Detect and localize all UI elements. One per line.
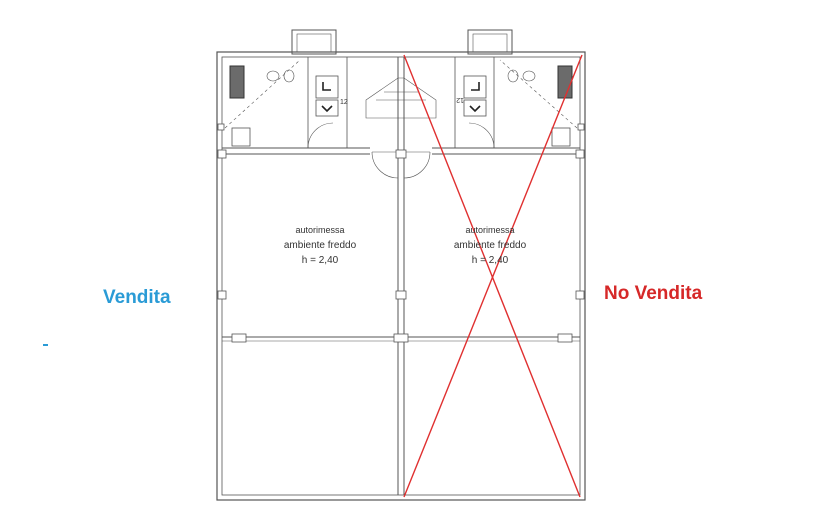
right-room-height: h = 2,40 — [471, 255, 509, 266]
right-room-name: autorimessa — [465, 225, 515, 235]
walls — [216, 29, 586, 501]
left-room-height: h = 2,40 — [301, 255, 339, 266]
left-garage-label: autorimessa ambiente freddo h = 2,40 — [255, 223, 385, 268]
right-garage-label: autorimessa ambiente freddo h = 2,40 — [425, 223, 555, 268]
right-unit-number: 12 — [456, 96, 464, 103]
right-room-type: ambiente freddo — [453, 240, 527, 251]
sale-label: Vendita — [103, 287, 171, 308]
left-unit-number: 12 — [340, 99, 348, 106]
not-for-sale-label: No Vendita — [604, 283, 703, 304]
blue-mark — [43, 344, 48, 346]
right-dark-block — [557, 65, 573, 99]
columns — [217, 123, 585, 343]
vent-arrows — [321, 82, 481, 113]
left-room-type: ambiente freddo — [283, 240, 357, 251]
red-cross — [403, 54, 583, 498]
left-room-name: autorimessa — [295, 225, 345, 235]
left-dark-block — [229, 65, 245, 99]
